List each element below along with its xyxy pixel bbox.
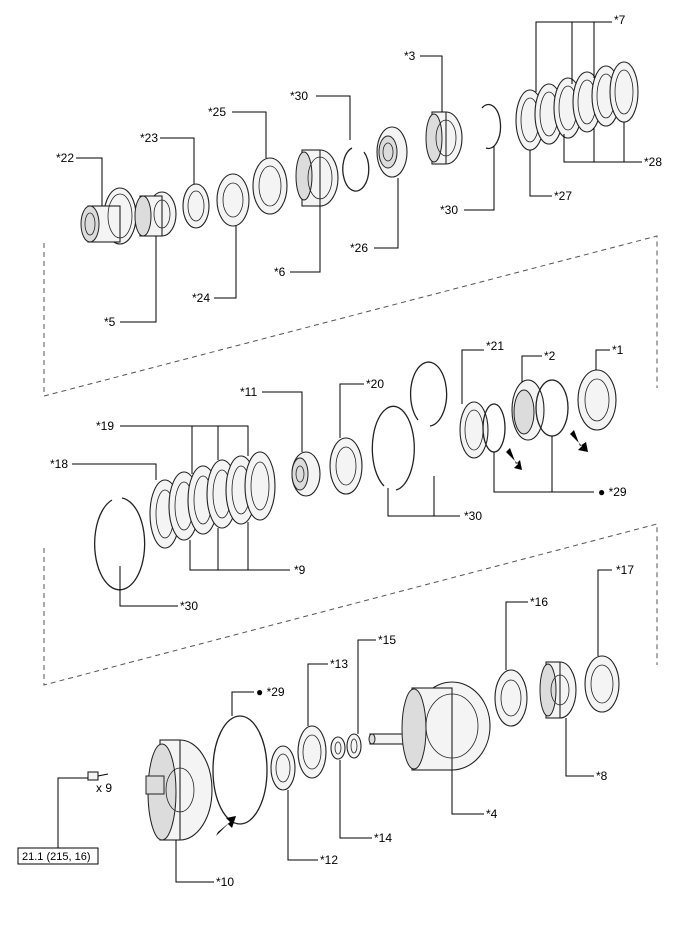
alignment-guides	[43, 235, 658, 686]
part-5-hub	[134, 191, 177, 237]
label-p30c: *30	[464, 509, 482, 523]
part-labels: *7 *3 *30 *25 *23 *22 *28 *27 *30 *26 *6…	[50, 13, 662, 889]
label-p23: *23	[140, 131, 158, 145]
label-p27: *27	[554, 189, 572, 203]
label-p22: *22	[56, 151, 74, 165]
label-p19: *19	[96, 419, 114, 433]
label-p10: *10	[216, 875, 234, 889]
label-p17: *17	[616, 563, 634, 577]
label-p20: *20	[366, 377, 384, 391]
label-p21: *21	[486, 339, 504, 353]
label-p4: *4	[486, 807, 498, 821]
label-p6: *6	[274, 265, 286, 279]
label-p7: *7	[614, 13, 626, 27]
label-p1: *1	[612, 343, 624, 357]
label-p29b: ● *29	[256, 685, 285, 699]
part-22-drum	[80, 187, 137, 245]
label-p13: *13	[330, 657, 348, 671]
part-12-ring	[270, 745, 296, 791]
part-18-19-9-clutch-pack	[149, 451, 276, 549]
part-2-piston	[511, 379, 545, 441]
arrow-icon	[216, 816, 236, 836]
part-30-snap-ring-2	[481, 103, 502, 150]
part-13-bearing	[297, 725, 327, 779]
label-p26: *26	[350, 241, 368, 255]
label-p9: *9	[294, 563, 306, 577]
label-p14: *14	[374, 831, 392, 845]
part-29-o-ring-bottom	[212, 715, 268, 825]
torque-value: 21.1 (215, 16)	[22, 851, 91, 863]
part-25-washer	[252, 157, 288, 215]
part-30-snap-ring-left	[94, 497, 146, 591]
part-30-snap-ring-top	[342, 147, 370, 192]
arrow-icon	[506, 448, 522, 470]
part-24-bearing	[216, 173, 250, 227]
part-8-gear	[539, 661, 577, 719]
label-p24: *24	[192, 291, 210, 305]
label-p16: *16	[530, 595, 548, 609]
part-17-washer	[584, 655, 620, 713]
part-23-ring	[182, 183, 210, 229]
part-16-washer	[494, 669, 528, 727]
bolt-icon	[87, 771, 109, 781]
part-11-gear	[291, 451, 321, 497]
label-p3: *3	[404, 49, 416, 63]
part-1-gear	[577, 369, 617, 431]
arrow-icon	[570, 430, 588, 452]
label-p2: *2	[544, 349, 556, 363]
part-10-pump	[145, 739, 213, 841]
label-p25: *25	[208, 105, 226, 119]
torque-spec: 21.1 (215, 16)	[17, 847, 99, 865]
part-15-race	[346, 733, 362, 759]
label-p30a: *30	[290, 89, 308, 103]
part-26-bearing	[376, 126, 408, 178]
part-7-27-28-clutch-pack	[515, 61, 639, 151]
label-p30d: *30	[180, 599, 198, 613]
leader-lines	[57, 21, 642, 883]
label-p5: *5	[104, 315, 116, 329]
label-p11: *11	[240, 385, 257, 399]
part-3-gear	[425, 111, 463, 165]
label-p28: *28	[644, 155, 662, 169]
bolt-quantity: x 9	[96, 781, 112, 795]
label-p15: *15	[378, 633, 396, 647]
part-20-washer	[329, 437, 363, 495]
label-p12: *12	[320, 853, 338, 867]
part-30-snap-rings-mid	[371, 361, 448, 491]
arrow-icons	[216, 430, 588, 836]
label-p30b: *30	[440, 203, 458, 217]
label-p29a: ● *29	[598, 485, 627, 499]
part-4-drum-shaft	[368, 681, 491, 771]
part-14-race	[330, 736, 346, 760]
label-p18: *18	[50, 457, 68, 471]
part-6-drum	[295, 149, 339, 207]
label-p8: *8	[596, 769, 608, 783]
part-21-retainer	[459, 401, 489, 459]
